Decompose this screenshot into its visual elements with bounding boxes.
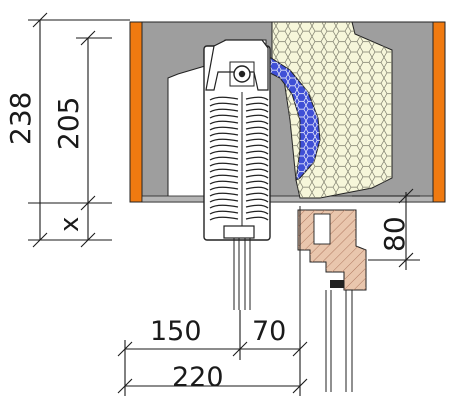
total-width-label: 220 [172,362,224,393]
axle-center-icon [238,70,246,78]
slat [209,120,269,125]
orange-band-left [129,21,143,203]
slat [209,156,269,161]
slat [209,150,269,155]
slat [209,108,269,113]
seal-strip [330,280,344,288]
dimension-total-height: 238 [4,12,130,248]
extra-width-label: 70 [252,316,286,347]
box-height-label: 205 [52,97,85,150]
dimension-frame-depth: 80 [352,188,420,270]
slat [209,204,269,209]
window-frame [297,206,367,392]
slat [209,192,269,197]
slat [209,138,269,143]
slat [209,210,269,215]
box-width-label: 150 [150,316,202,347]
slat [209,186,269,191]
blue-foam-hatch [268,56,320,180]
offset-label: x [55,217,85,232]
axle-bracket [229,61,255,87]
frame-rebate [313,213,331,245]
glazing-lines [299,206,353,392]
frame-depth-label: 80 [378,216,411,252]
slat [209,144,269,149]
slat [209,126,269,131]
lintel-bottom-shelf [141,195,434,203]
slat [209,102,269,107]
slat [209,198,269,203]
slat [209,216,269,221]
shutter-box [203,39,271,310]
shutter-box-top-cap [205,39,269,91]
slat [209,162,269,167]
blue-foam [267,55,321,181]
shutter-bottom-rail [223,225,255,239]
slat [209,168,269,173]
wood-frame-hatch [298,210,366,290]
slat [209,96,269,101]
slat [209,174,269,179]
slat [209,132,269,137]
slat [209,114,269,119]
guide-rails [233,238,251,310]
slat [209,180,269,185]
total-height-label: 238 [4,92,37,145]
dimension-box-height: 205 x [28,30,112,248]
dimension-widths: 150 70 220 [117,310,308,396]
orange-band-right [432,21,446,203]
coiled-slats [209,92,269,226]
